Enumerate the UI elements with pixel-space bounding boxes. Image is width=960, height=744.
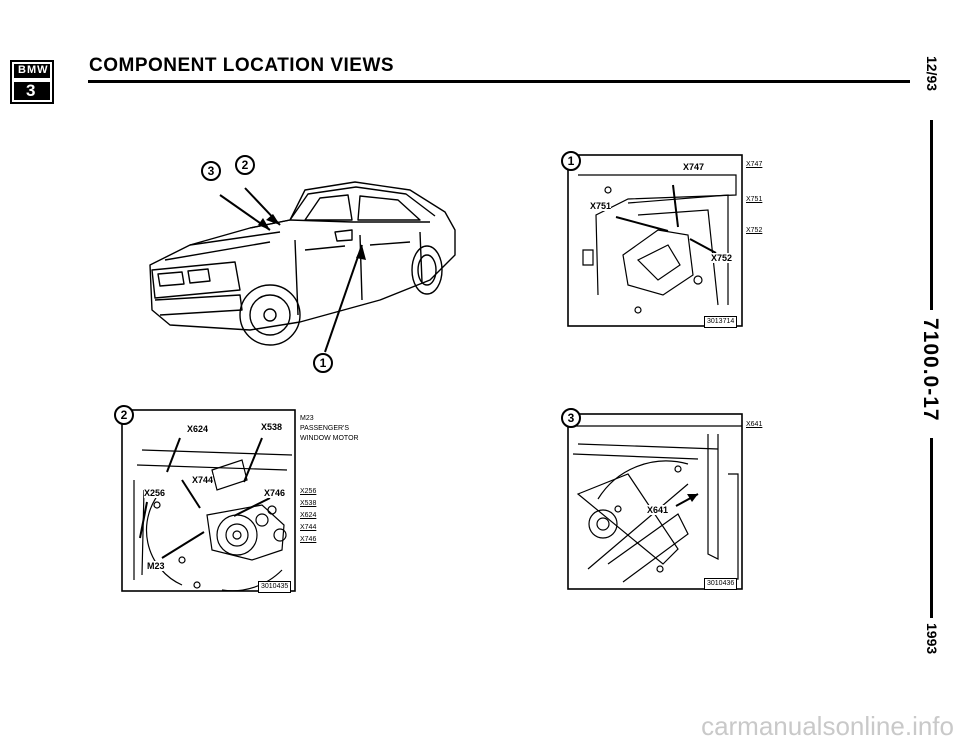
legend-x746: X746	[300, 536, 317, 543]
logo-brand-text: BMW	[18, 64, 49, 76]
detail-3-figure-number: 3010436	[704, 578, 738, 590]
connector-label-x641: X641	[647, 505, 669, 515]
detail-1-callout: 1	[561, 151, 581, 171]
detail-3-drawing	[567, 413, 743, 590]
edition-date: 12/93	[924, 56, 940, 92]
legend-x256: X256	[300, 488, 317, 495]
logo-graphic	[10, 60, 54, 104]
detail-2-callout: 2	[114, 405, 134, 425]
detail-1-figure-number: 3013714	[704, 316, 738, 328]
publication-year: 1993	[924, 623, 940, 655]
watermark-url: carmanualsonline.info	[701, 711, 954, 741]
detail-2-drawing	[121, 409, 296, 592]
detail-2-figure-number: 3010435	[258, 581, 292, 593]
bmw-3-series-logo: BMW 3	[10, 60, 54, 104]
detail-3-callout: 3	[561, 408, 581, 428]
car-callout-2: 2	[235, 155, 255, 175]
legend-x751: X751	[746, 196, 763, 203]
connector-label-x256: X256	[144, 488, 166, 498]
logo-model-text: 3	[26, 81, 36, 100]
page-number: 7100.0-17	[919, 318, 942, 422]
motor-title-line-3: WINDOW MOTOR	[300, 435, 359, 442]
connector-label-x751: X751	[590, 201, 612, 211]
motor-title-line-2: PASSENGER'S	[300, 425, 350, 432]
header-rule	[88, 80, 910, 83]
page-title: COMPONENT LOCATION VIEWS	[89, 55, 395, 76]
margin-rule-1	[930, 120, 933, 310]
motor-title-line-1: M23	[300, 415, 314, 422]
legend-x641: X641	[746, 421, 763, 428]
legend-x744: X744	[300, 524, 317, 531]
legend-x624: X624	[300, 512, 317, 519]
legend-x747: X747	[746, 161, 763, 168]
connector-label-x744: X744	[192, 475, 214, 485]
car-callout-3: 3	[201, 161, 221, 181]
connector-label-x747: X747	[683, 162, 705, 172]
car-callout-1: 1	[313, 353, 333, 373]
connector-label-x752: X752	[711, 253, 733, 263]
car-illustration	[149, 181, 456, 353]
component-label-m23: M23	[147, 561, 165, 571]
margin-rule-2	[930, 438, 933, 618]
connector-label-x746: X746	[264, 488, 286, 498]
legend-x752: X752	[746, 227, 763, 234]
connector-label-x538: X538	[261, 422, 283, 432]
connector-label-x624: X624	[187, 424, 209, 434]
legend-x538: X538	[300, 500, 317, 507]
detail-1-drawing	[567, 154, 743, 327]
